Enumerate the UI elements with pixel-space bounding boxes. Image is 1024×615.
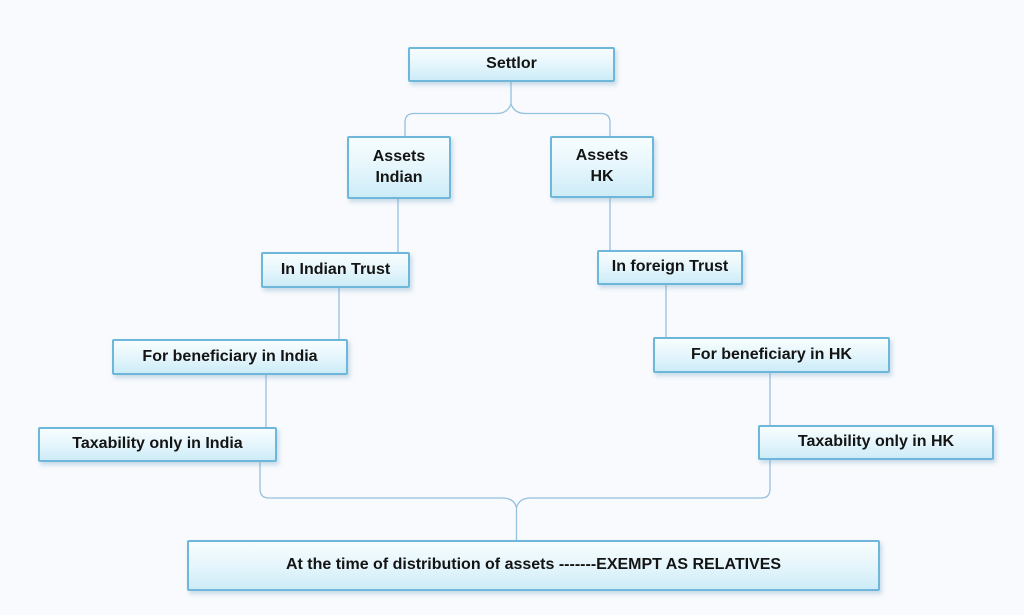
connector-brace-left bbox=[404, 103, 512, 136]
node-beneficiary-india: For beneficiary in India bbox=[112, 339, 348, 375]
node-assets-indian: Assets Indian bbox=[347, 136, 451, 199]
connector-brace-right bbox=[510, 103, 611, 136]
node-assets-hk: Assets HK bbox=[550, 136, 654, 198]
connector-merge-left bbox=[259, 462, 518, 508]
node-in-indian-trust: In Indian Trust bbox=[261, 252, 410, 288]
node-taxability-india: Taxability only in India bbox=[38, 427, 277, 462]
node-beneficiary-hk: For beneficiary in HK bbox=[653, 337, 890, 373]
node-settlor: Settlor bbox=[408, 47, 615, 82]
node-in-foreign-trust: In foreign Trust bbox=[597, 250, 743, 285]
node-distribution-exempt: At the time of distribution of assets --… bbox=[187, 540, 880, 591]
connector-merge-right bbox=[515, 460, 771, 508]
node-taxability-hk: Taxability only in HK bbox=[758, 425, 994, 460]
